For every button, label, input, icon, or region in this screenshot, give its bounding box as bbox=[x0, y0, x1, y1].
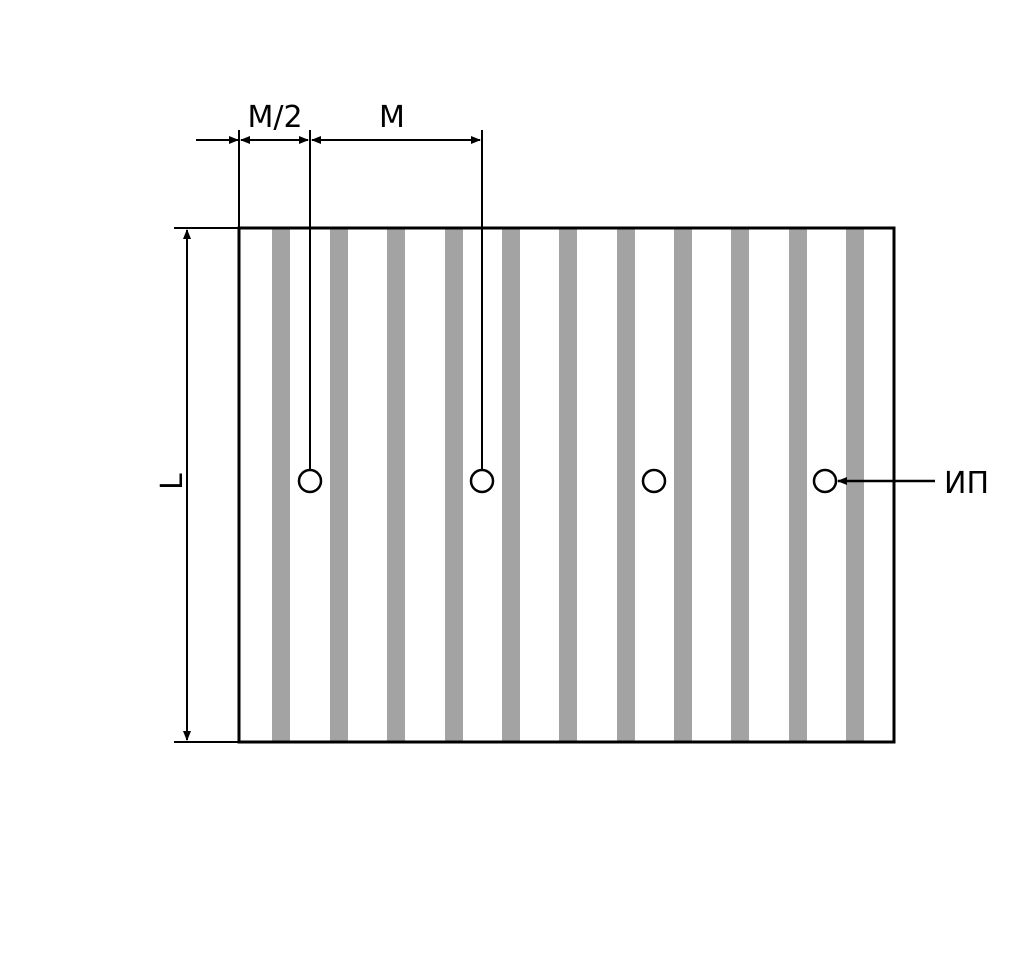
spacing-dimensions: M/2 M bbox=[196, 100, 483, 470]
point-marker bbox=[641, 468, 667, 494]
stripe bbox=[846, 228, 864, 742]
half-spacing-label: M/2 bbox=[247, 100, 302, 135]
points bbox=[297, 468, 838, 494]
stripe bbox=[387, 228, 405, 742]
stripe bbox=[731, 228, 749, 742]
point-pointer: ИП bbox=[837, 466, 989, 501]
field-rectangle bbox=[237, 226, 896, 744]
length-dimension: L bbox=[155, 227, 239, 743]
point-marker bbox=[812, 468, 838, 494]
stripe bbox=[617, 228, 635, 742]
point-label: ИП bbox=[944, 466, 989, 501]
stripes bbox=[272, 228, 864, 742]
stripe bbox=[789, 228, 807, 742]
stripe bbox=[330, 228, 348, 742]
length-label: L bbox=[155, 473, 190, 490]
stripe bbox=[502, 228, 520, 742]
point-marker bbox=[297, 468, 323, 494]
point-marker bbox=[469, 468, 495, 494]
stripe bbox=[445, 228, 463, 742]
stripe bbox=[272, 228, 290, 742]
stripe bbox=[674, 228, 692, 742]
spacing-label: M bbox=[379, 100, 405, 135]
stripe bbox=[559, 228, 577, 742]
